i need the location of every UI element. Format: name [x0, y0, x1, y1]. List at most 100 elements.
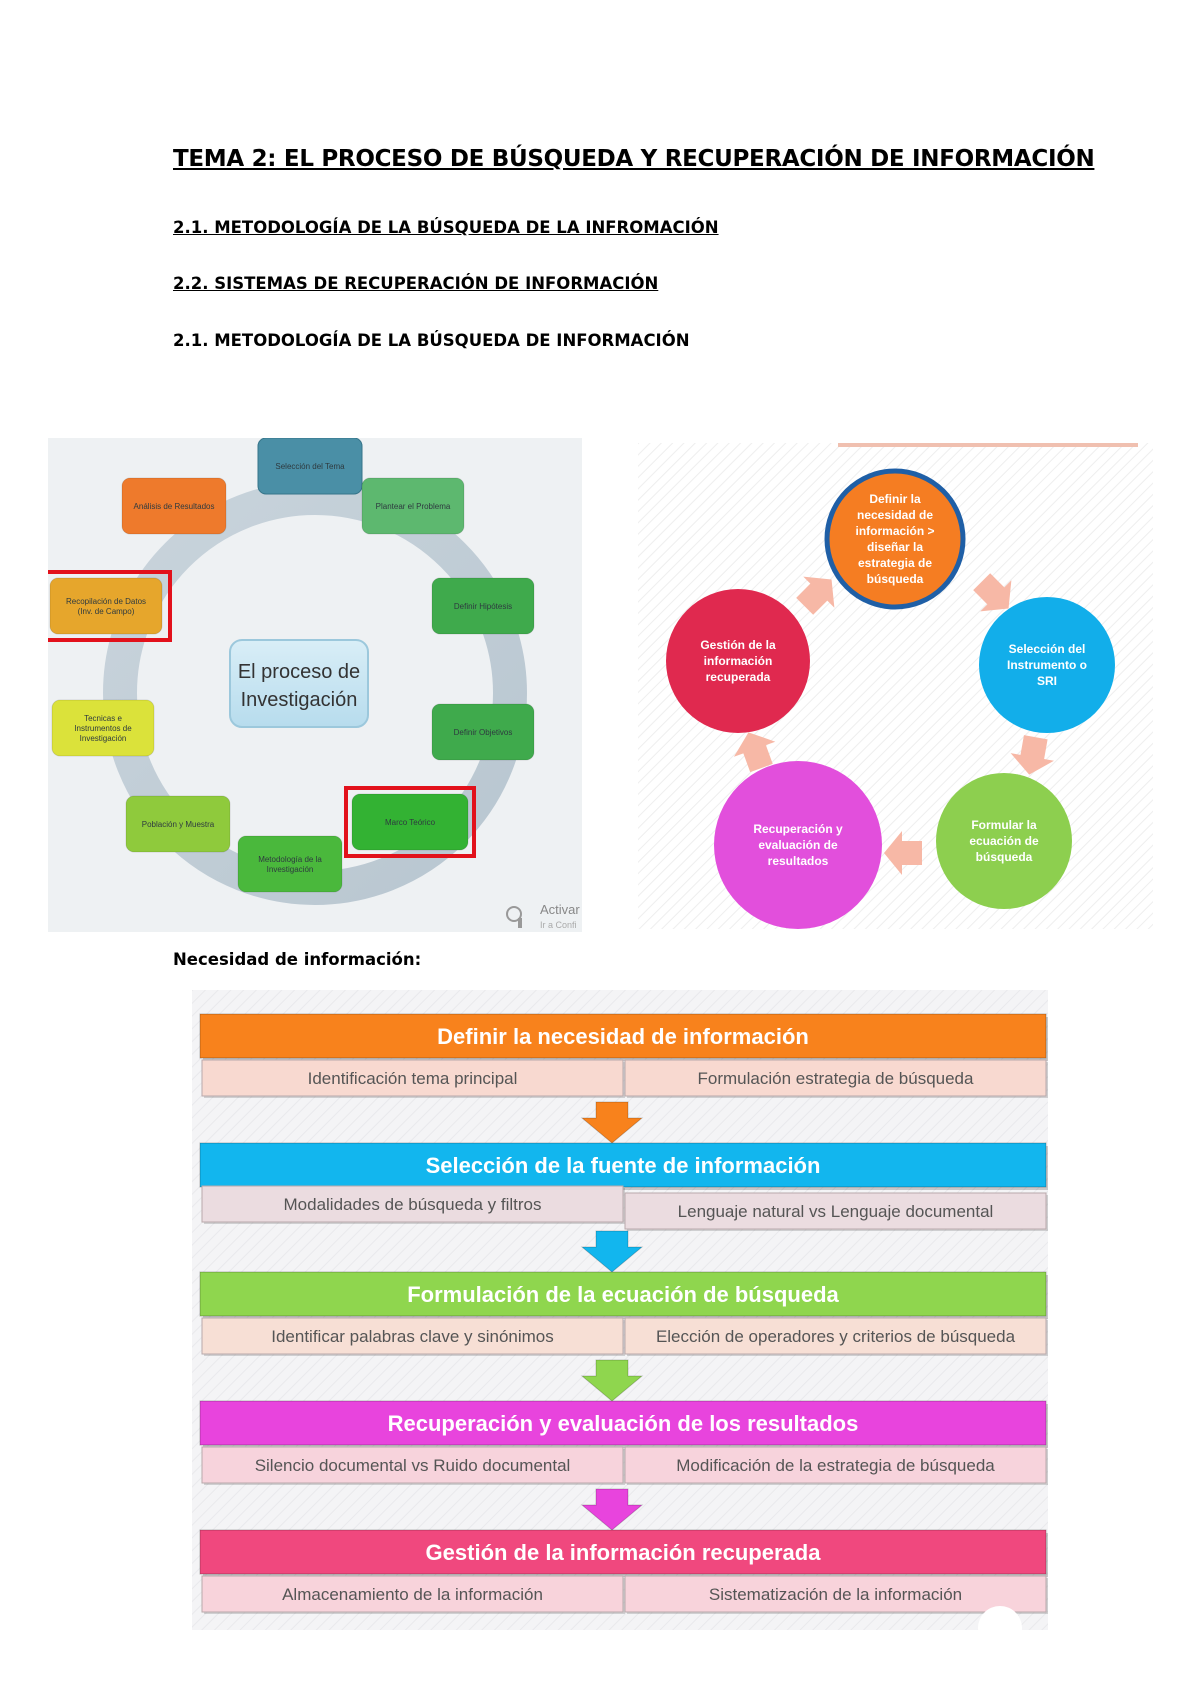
- needs-label: Necesidad de información:: [173, 950, 422, 969]
- flow-stage-bar: [199, 1271, 1047, 1317]
- cycle-step-label: Población y Muestra: [142, 820, 215, 829]
- top-edge-fragment: [838, 443, 1138, 447]
- cycle-step-box: [49, 577, 163, 635]
- flow-item-box: [201, 1446, 624, 1484]
- cycle-arrow: [796, 576, 835, 615]
- research-process-diagram: El proceso de Investigación Selección de…: [48, 438, 582, 932]
- search-cycle-label: Gestión de la: [700, 638, 776, 652]
- search-cycle-label: recuperada: [706, 670, 771, 684]
- flow-stage-title: Definir la necesidad de información: [437, 1024, 809, 1049]
- flow-stage: Formulación de la ecuación de búsquedaId…: [199, 1271, 1048, 1402]
- flow-stages: Definir la necesidad de informaciónIdent…: [199, 1013, 1048, 1614]
- flow-item-label: Identificación tema principal: [308, 1069, 518, 1088]
- center-line-2: Investigación: [241, 689, 358, 711]
- cycle-step-label: Recopilación de Datos: [66, 597, 146, 606]
- flow-item-box: [624, 1317, 1047, 1355]
- search-cycle-circle: [936, 773, 1072, 909]
- cycle-arrow: [884, 831, 922, 875]
- search-cycle-label: estrategia de: [858, 556, 932, 570]
- cycle-arrow: [973, 573, 1012, 612]
- cycle-step: Análisis de Resultados: [121, 477, 227, 535]
- flow-stage-bar: [199, 1142, 1047, 1188]
- search-cycle-circle: [824, 468, 966, 610]
- section-heading: 2.1. METODOLOGÍA DE LA BÚSQUEDA DE INFOR…: [173, 331, 690, 350]
- cycle-step-label: Definir Hipótesis: [454, 602, 512, 611]
- search-cycle-label: SRI: [1037, 674, 1057, 688]
- search-cycle-circle: [979, 597, 1115, 733]
- flow-stage: Selección de la fuente de informaciónMod…: [199, 1142, 1048, 1273]
- cycle-step-label: Plantear el Problema: [376, 502, 451, 511]
- page-badge: [978, 1606, 1022, 1630]
- search-cycle-node: Recuperación y evaluación de resultados: [714, 761, 882, 929]
- search-cycle-label: diseñar la: [867, 540, 923, 554]
- cycle-step: Selección del Tema: [257, 438, 363, 495]
- flow-item-box: [624, 1575, 1047, 1613]
- windows-watermark: Activar Ir a Confi: [506, 902, 580, 930]
- cycle-step-label: Análisis de Resultados: [134, 502, 215, 511]
- flow-stage-bar: [199, 1529, 1047, 1575]
- cycle-step-box: [361, 477, 465, 535]
- flow-item-label: Identificar palabras clave y sinónimos: [271, 1327, 554, 1346]
- research-process-canvas: El proceso de Investigación Selección de…: [48, 438, 580, 930]
- flow-item-box: [201, 1185, 624, 1223]
- cycle-step-box: [237, 835, 343, 893]
- cycle-step-label: Investigación: [80, 734, 127, 743]
- watermark-line-2: Ir a Confi: [540, 920, 577, 930]
- highlight-frame: [344, 786, 476, 858]
- flow-item-box: [624, 1446, 1047, 1484]
- cycle-arrows: [733, 573, 1054, 875]
- cycle-step-box: [257, 438, 363, 495]
- flow-stage-title: Recuperación y evaluación de los resulta…: [388, 1411, 859, 1436]
- flow-down-arrow: [580, 1488, 644, 1531]
- search-cycle-label: Recuperación y: [753, 822, 843, 836]
- search-cycle-label: Instrumento o: [1007, 658, 1087, 672]
- cycle-step-box: [125, 795, 231, 853]
- cycle-step: Definir Hipótesis: [431, 577, 535, 635]
- flow-stage-bar: [199, 1013, 1047, 1059]
- flow-item-box: [201, 1317, 624, 1355]
- cycle-step: Plantear el Problema: [361, 477, 465, 535]
- toc-item-2: 2.2. SISTEMAS DE RECUPERACIÓN DE INFORMA…: [173, 274, 659, 293]
- center-line-1: El proceso de: [238, 661, 360, 683]
- search-cycle-label: necesidad de: [857, 508, 933, 522]
- cycle-arrow: [1010, 735, 1054, 775]
- flow-stage-bar: [199, 1400, 1047, 1446]
- cycle-step-box: [51, 699, 155, 757]
- flow-stage-title: Gestión de la información recuperada: [426, 1540, 822, 1565]
- highlight-frame: [48, 570, 172, 642]
- flow-item-label: Modalidades de búsqueda y filtros: [284, 1195, 542, 1214]
- search-cycle-label: resultados: [768, 854, 829, 868]
- cycle-step: Marco Teórico: [344, 786, 476, 858]
- search-cycle-label: evaluación de: [758, 838, 838, 852]
- flow-item-box: [201, 1575, 624, 1613]
- flow-stage: Gestión de la información recuperadaAlma…: [199, 1529, 1048, 1614]
- flow-item-label: Formulación estrategia de búsqueda: [698, 1069, 974, 1088]
- cycle-step-label: Instrumentos de: [74, 724, 132, 733]
- cycle-arrow: [733, 732, 776, 773]
- flow-down-arrow: [580, 1230, 644, 1273]
- flow-item-label: Sistematización de la información: [709, 1585, 962, 1604]
- cycle-step-label: Definir Objetivos: [454, 728, 513, 737]
- search-cycle-label: ecuación de: [969, 834, 1039, 848]
- flow-item-label: Almacenamiento de la información: [282, 1585, 543, 1604]
- flow-item-label: Modificación de la estrategia de búsqued…: [676, 1456, 995, 1475]
- watermark-line-1: Activar: [540, 902, 580, 917]
- toc-item-1: 2.1. METODOLOGÍA DE LA BÚSQUEDA DE LA IN…: [173, 218, 719, 237]
- cycle-step-label: Tecnicas e: [84, 714, 122, 723]
- flow-item-box: [201, 1059, 624, 1097]
- search-cycle-label: búsqueda: [976, 850, 1033, 864]
- flow-stage-title: Formulación de la ecuación de búsqueda: [407, 1282, 839, 1307]
- cycle-step-box: [431, 703, 535, 761]
- flow-down-arrow: [580, 1101, 644, 1144]
- cycle-step-label: Investigación: [267, 865, 314, 874]
- flow-stage-title: Selección de la fuente de información: [426, 1153, 821, 1178]
- cycle-step-label: Metodología de la: [258, 855, 322, 864]
- cycle-step: Población y Muestra: [125, 795, 231, 853]
- search-cycle-circle: [666, 589, 810, 733]
